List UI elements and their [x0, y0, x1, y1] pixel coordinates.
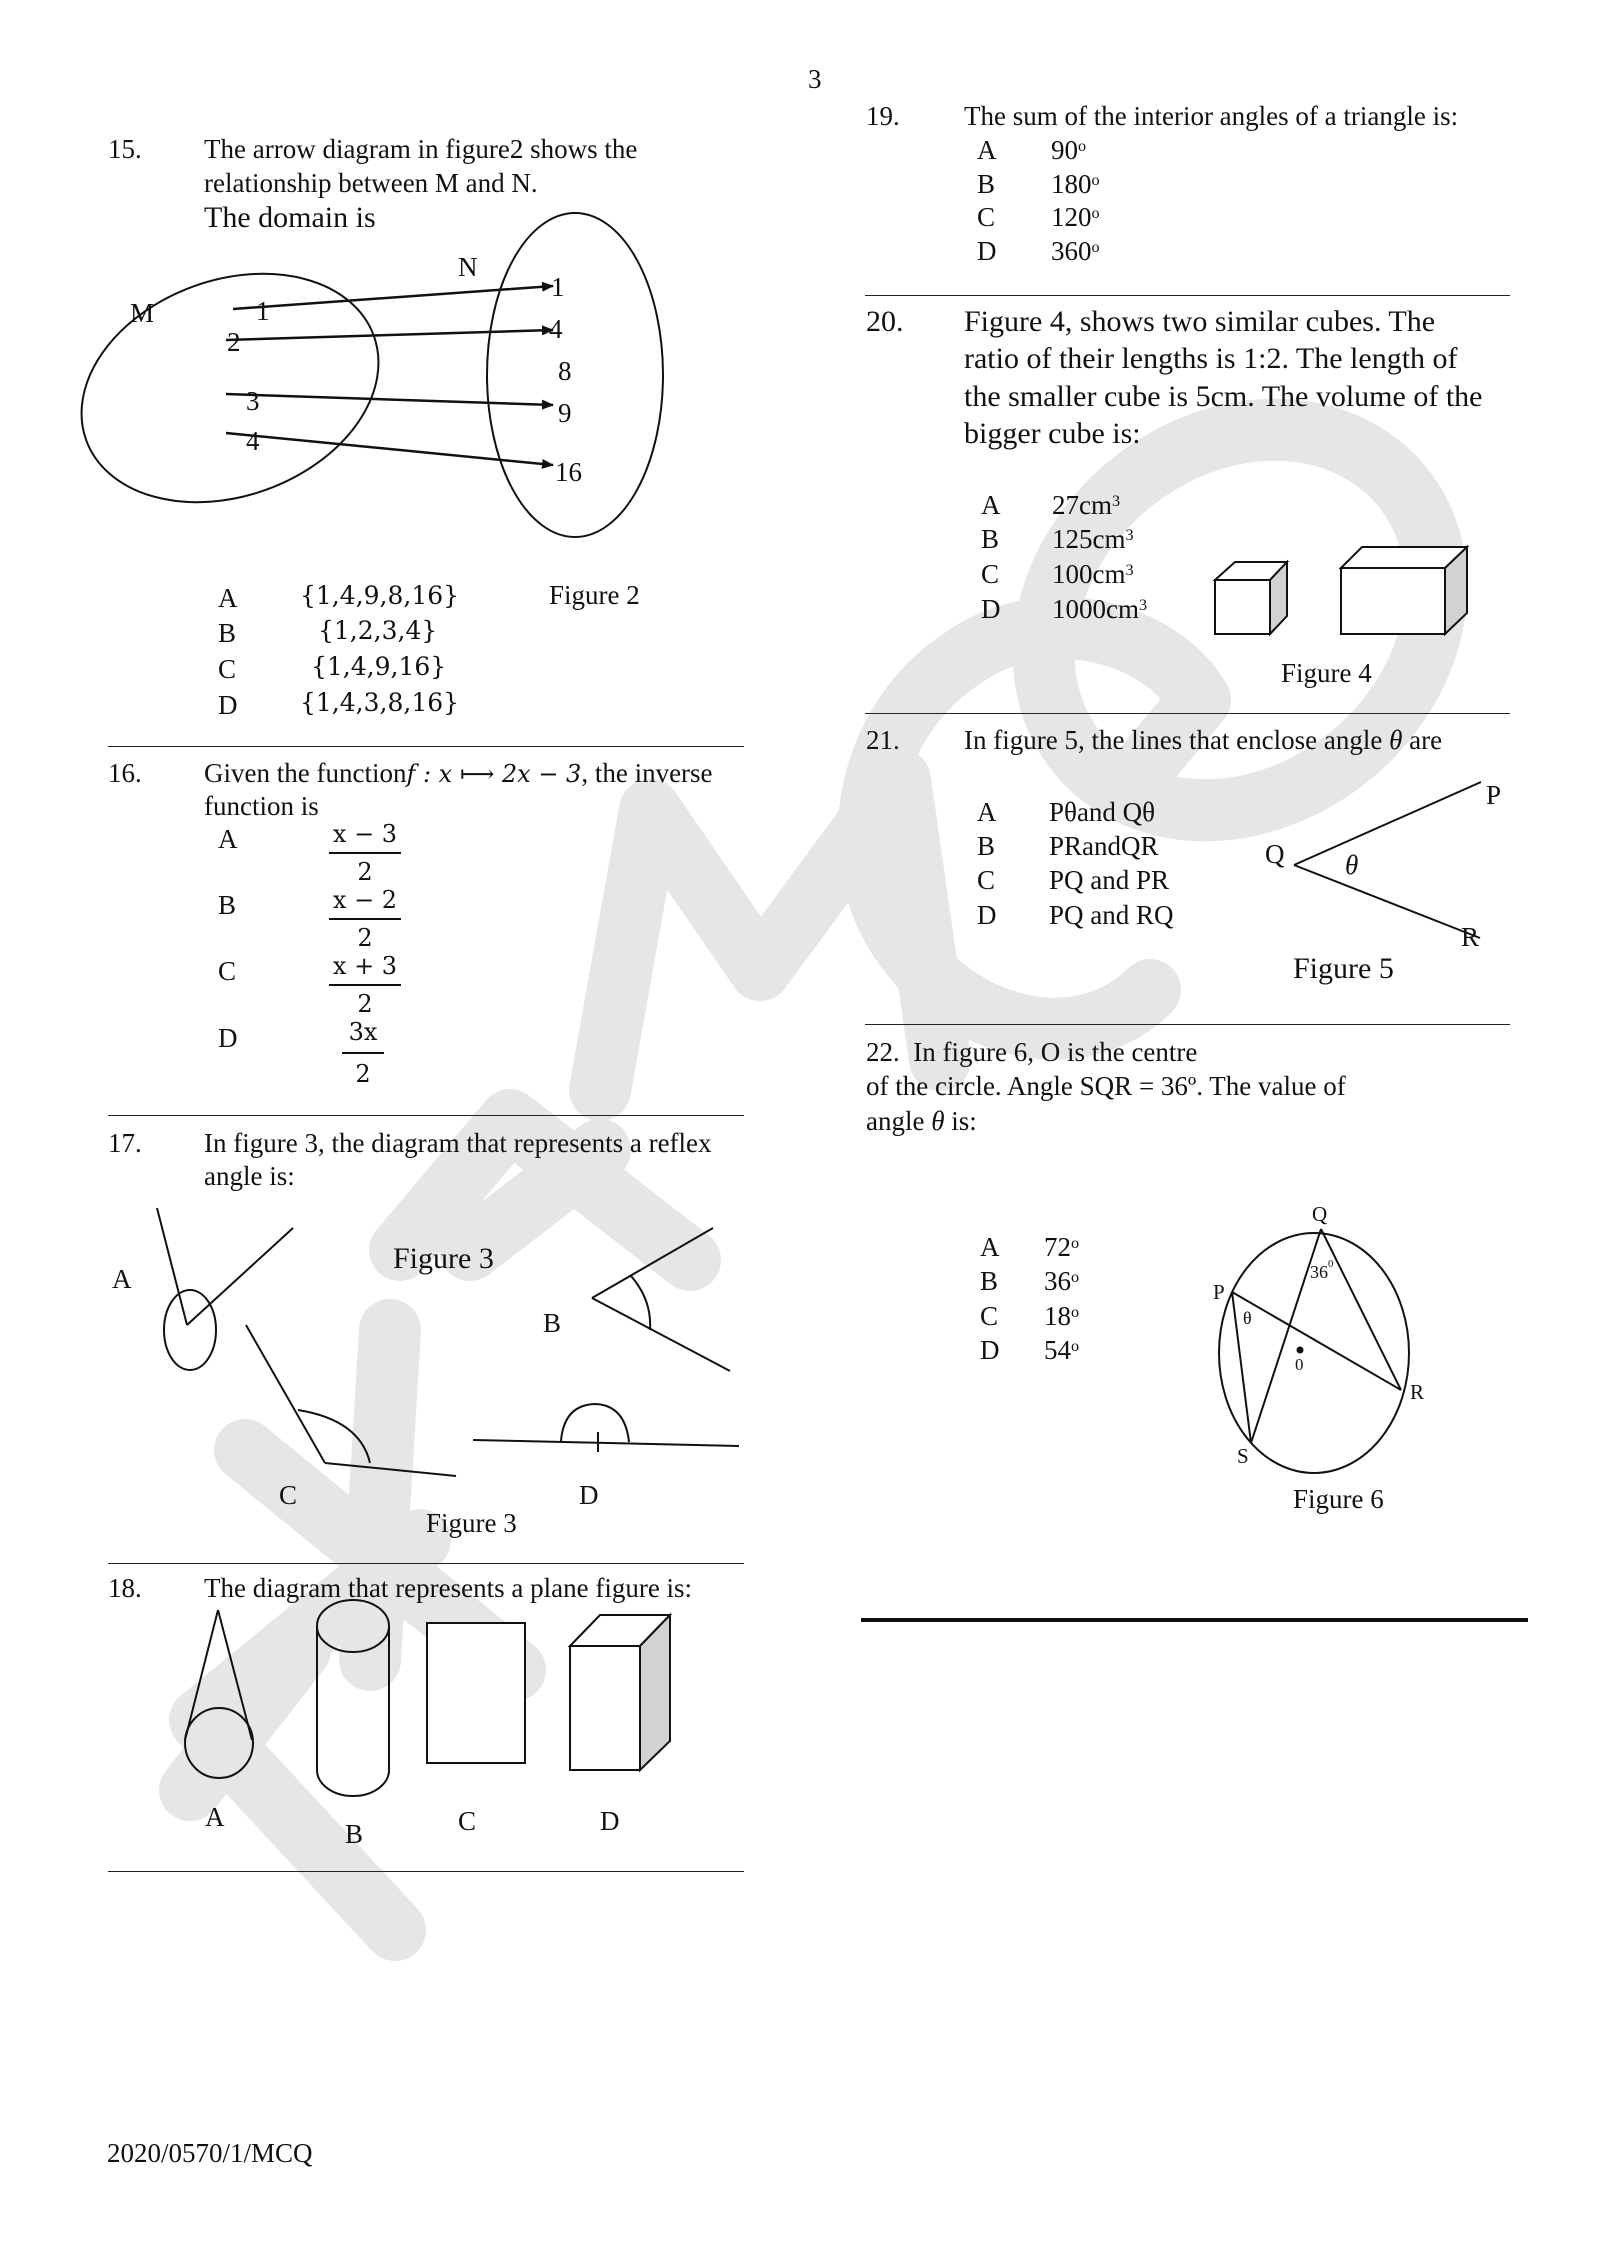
q22-option-value: 54o — [1044, 1335, 1080, 1365]
q16-text-line2: function is — [204, 791, 319, 821]
angle-d-label: D — [579, 1480, 599, 1510]
q16-text-pre: Given the function — [204, 758, 407, 788]
n-element: 4 — [549, 314, 563, 344]
q16-option-letter: C — [218, 956, 237, 986]
q22-option-letter: B — [980, 1266, 999, 1296]
q19-option-value: 180o — [1051, 169, 1100, 199]
q19-option-letter: A — [977, 135, 997, 165]
q22-option-letter: C — [980, 1301, 999, 1331]
q20-option-letter: C — [981, 559, 1000, 589]
q22-option-value: 36o — [1044, 1266, 1080, 1296]
figure-6-caption: Figure 6 — [1293, 1484, 1384, 1514]
q15-option-letter: A — [218, 583, 238, 613]
q20-option-letter: B — [981, 524, 1000, 554]
q16-option-letter: D — [218, 1023, 238, 1053]
q20-option-letter: A — [981, 490, 1001, 520]
q16-number: 16. — [108, 758, 142, 788]
q19-option-value: 120o — [1051, 202, 1100, 232]
n-element: 9 — [558, 398, 572, 428]
q16-function-math: f : x ⟼ 2x − 3 — [406, 760, 582, 788]
n-element: 16 — [555, 457, 582, 487]
q22-option-value: 18o — [1044, 1301, 1080, 1331]
q19-text: The sum of the interior angles of a tria… — [964, 101, 1459, 131]
q16-option-fraction: 3x 2 — [328, 1018, 398, 1088]
q22-option-value: 72o — [1044, 1232, 1080, 1262]
q20-text-line1: Figure 4, shows two similar cubes. The — [964, 305, 1436, 338]
q15-option-value: {1,4,9,16} — [311, 652, 447, 681]
q19-option-letter: B — [977, 169, 996, 199]
q15-option-letter: D — [218, 690, 238, 720]
q19-option-value: 90o — [1051, 135, 1087, 165]
q22-option-letter: D — [980, 1335, 1000, 1365]
q15-option-letter: B — [218, 618, 237, 648]
angle-b-label: B — [543, 1308, 562, 1338]
m-element: 1 — [256, 296, 270, 326]
theta-label: θ — [1243, 1308, 1252, 1328]
shape-c-label: C — [458, 1806, 477, 1836]
q15-text-line1: The arrow diagram in figure2 shows the — [204, 134, 638, 164]
q20-text-line2: ratio of their lengths is 1:2. The lengt… — [964, 342, 1458, 375]
angle-a — [156, 1207, 294, 1371]
q22-option-letter: A — [980, 1232, 1000, 1262]
set-m-label: M — [130, 298, 155, 328]
point-r-label: R — [1410, 1380, 1425, 1404]
q19-option-value: 360o — [1051, 236, 1100, 266]
point-s-label: S — [1237, 1444, 1249, 1468]
point-p-label: P — [1213, 1280, 1225, 1304]
q17-number: 17. — [108, 1128, 142, 1158]
q16-option-fraction: x + 3 2 — [325, 952, 405, 1018]
q16-option-letter: B — [218, 890, 237, 920]
figure-5-caption: Figure 5 — [1293, 952, 1394, 985]
angle-a-label: A — [112, 1264, 132, 1294]
theta-label: θ — [1345, 850, 1359, 880]
m-element: 4 — [246, 426, 260, 456]
cuboid-shape — [567, 1612, 673, 1773]
divider — [865, 295, 1510, 296]
m-element: 2 — [227, 327, 241, 357]
q19-option-letter: D — [977, 236, 997, 266]
footer-exam-code: 2020/0570/1/MCQ — [107, 2138, 313, 2168]
q16-option-fraction: x − 3 2 — [325, 820, 405, 886]
q18-number: 18. — [108, 1573, 142, 1603]
centre-o-label: 0 — [1295, 1355, 1304, 1374]
divider — [108, 746, 744, 747]
q19-number: 19. — [866, 101, 900, 131]
angle-36-label: 360 — [1310, 1258, 1334, 1282]
q19-option-letter: C — [977, 202, 996, 232]
m-element: 3 — [246, 386, 260, 416]
page-number: 3 — [808, 64, 822, 94]
point-r-label: R — [1461, 922, 1480, 952]
n-element: 1 — [551, 272, 565, 302]
set-n-label: N — [458, 252, 478, 282]
point-q-label: Q — [1265, 839, 1285, 869]
q15-option-value: {1,2,3,4} — [318, 616, 438, 645]
q15-option-value: {1,4,3,8,16} — [300, 688, 460, 717]
q17-text-line2: angle is: — [204, 1161, 295, 1191]
shape-d-label: D — [600, 1806, 620, 1836]
point-q-label: Q — [1312, 1202, 1328, 1226]
q15-number: 15. — [108, 134, 142, 164]
point-p-label: P — [1486, 780, 1502, 810]
q16-option-letter: A — [218, 824, 238, 854]
figure-2-caption: Figure 2 — [549, 580, 640, 610]
q15-text-line2: relationship between M and N. — [204, 168, 538, 198]
n-element: 8 — [558, 356, 572, 386]
end-of-section-rule — [861, 1618, 1528, 1622]
q16-option-fraction: x − 2 2 — [325, 886, 405, 952]
q20-number: 20. — [866, 305, 904, 338]
q15-option-value: {1,4,9,8,16} — [300, 581, 460, 610]
q15-text-line3: The domain is — [204, 201, 376, 234]
q15-option-letter: C — [218, 654, 237, 684]
